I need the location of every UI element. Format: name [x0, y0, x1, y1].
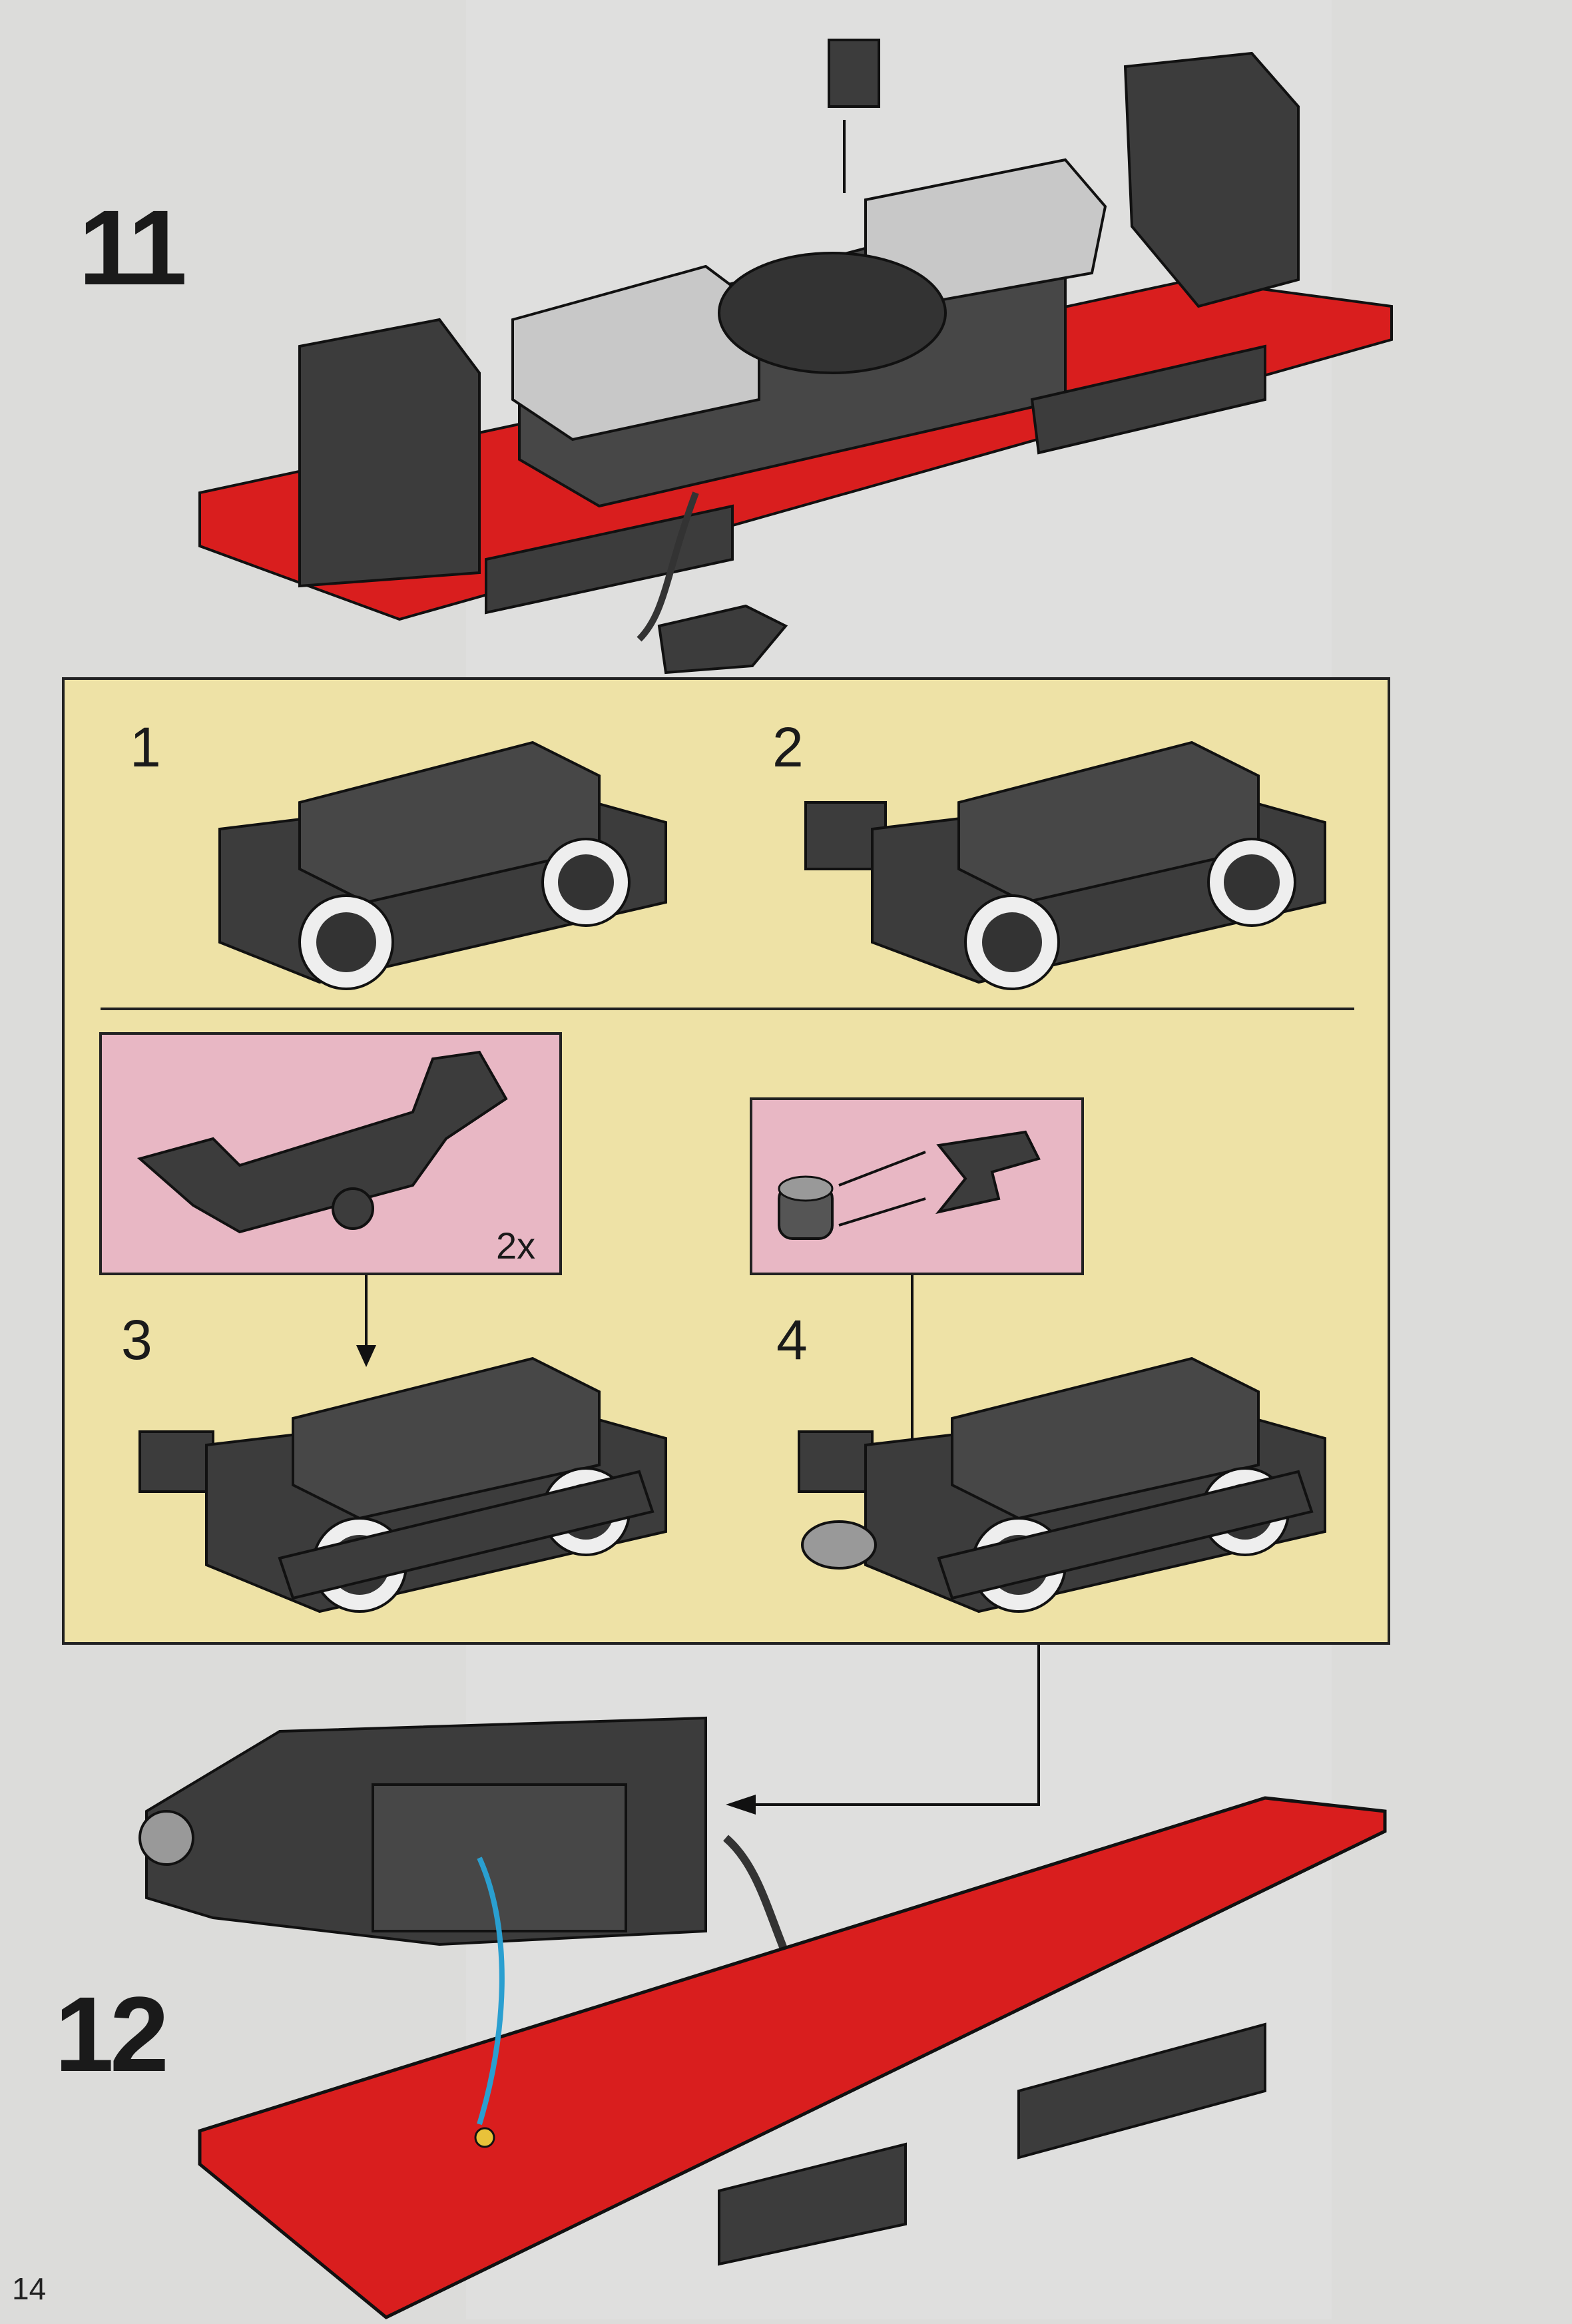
turntable: [718, 252, 947, 374]
dark-side-bricks-left: [298, 318, 481, 588]
motor-bogie-step-4: [798, 1356, 1326, 1613]
motor-bogie-step-2: [804, 740, 1326, 990]
bogie-frame-part-icon: [136, 1050, 508, 1234]
step-12-model-illustration: [138, 1716, 1387, 2319]
quantity-label: 2x: [496, 1225, 536, 1267]
substep-number-4: 4: [776, 1308, 808, 1371]
panel-divider: [101, 1008, 1354, 1010]
step-number-12: 12: [55, 1974, 169, 2094]
step-11-model-illustration: [198, 39, 1393, 675]
light-gray-bricks-left: [511, 264, 760, 441]
magnet-part-icon: [778, 1130, 1041, 1240]
substep-number-2: 2: [772, 716, 804, 778]
motor-bogie-step-3: [138, 1356, 667, 1613]
page-number: 14: [12, 2271, 47, 2306]
red-base-plate: [198, 1796, 1387, 2319]
step-number-11: 11: [79, 188, 187, 307]
substep-number-1: 1: [130, 716, 161, 778]
wire-connection-arrow: [477, 1857, 505, 2126]
callout-arrow-3: [356, 1275, 376, 1367]
tile-row-front: [485, 504, 734, 615]
battery-box-connector: [657, 604, 788, 675]
motor-bogie-step-1: [218, 740, 667, 990]
brick-to-add: [828, 39, 880, 108]
substep-number-3: 3: [121, 1308, 152, 1371]
dark-end-bricks-right: [1123, 51, 1300, 308]
panel-to-step-12-arrow: [726, 1645, 1040, 1815]
tile-row-right: [1030, 344, 1266, 455]
